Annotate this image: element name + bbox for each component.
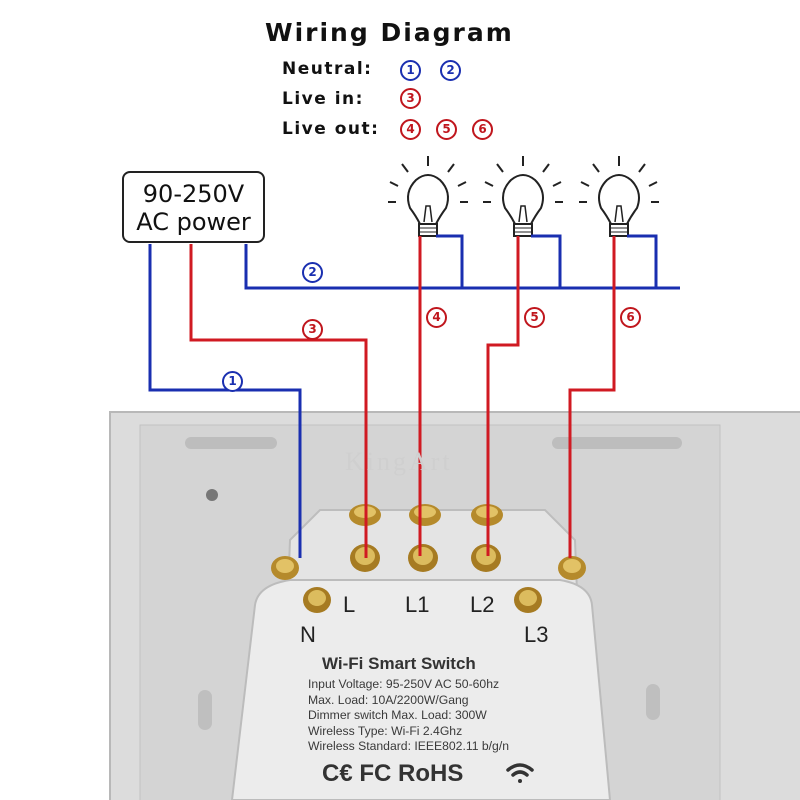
screw-top-2 [409, 504, 441, 526]
plate-slot-bottom-right [646, 684, 660, 720]
plate-hole [206, 489, 218, 501]
terminal-label-n: N [300, 622, 316, 647]
plate-slot-left [185, 437, 277, 449]
screw-l3-back [558, 556, 586, 580]
legend-neutral-label: Neutral: [282, 59, 373, 79]
screw-n-back [271, 556, 299, 580]
certification-marks: C€ FC RoHS [322, 760, 464, 787]
terminal-label-l2: L2 [470, 592, 495, 617]
neutral-branch-bulb-2 [531, 234, 562, 288]
neutral-wire-1 [148, 244, 302, 558]
wire-number-5: 5 [524, 307, 545, 328]
legend-live-out-5: 5 [436, 119, 457, 140]
legend-live-out-4: 4 [400, 119, 421, 140]
light-bulb-icon [579, 156, 659, 237]
plate-slot-bottom-left [198, 690, 212, 730]
spec-line: Max. Load: 10A/2200W/Gang [308, 692, 469, 707]
legend-live-out-6: 6 [472, 119, 493, 140]
spec-line: Input Voltage: 95-250V AC 50-60hz [308, 677, 500, 691]
light-bulb-icon [483, 156, 563, 237]
terminal-label-l1: L1 [405, 592, 430, 617]
legend-neutral-1: 1 [400, 60, 421, 81]
screw-l2 [471, 544, 501, 572]
wire-number-1: 1 [222, 371, 243, 392]
screw-l1 [408, 544, 438, 572]
power-source-box: 90-250V AC power [122, 171, 265, 243]
legend-live-in-label: Live in: [282, 89, 364, 109]
legend-live-out-label: Live out: [282, 119, 380, 139]
power-voltage: 90-250V [142, 180, 245, 208]
neutral-branch-bulb-3 [627, 234, 658, 288]
live-in-wire-3 [189, 244, 368, 558]
spec-line: Wireless Type: Wi-Fi 2.4Ghz [308, 723, 463, 738]
plate-slot-right [552, 437, 682, 449]
terminal-label-l3: L3 [524, 622, 549, 647]
wire-number-6: 6 [620, 307, 641, 328]
screw-l3 [514, 587, 542, 613]
wire-number-3: 3 [302, 319, 323, 340]
screw-n [303, 587, 331, 613]
power-type: AC power [136, 208, 251, 236]
module-label: Wi-Fi Smart Switch Input Voltage: 95-250… [308, 654, 608, 755]
terminal-label-l: L [343, 592, 356, 617]
neutral-wire-2 [244, 244, 680, 290]
wire-number-2: 2 [302, 262, 323, 283]
light-bulb-icon [388, 156, 468, 237]
wire-number-4: 4 [426, 307, 447, 328]
live-out-wire-6 [568, 236, 616, 558]
legend-neutral-2: 2 [440, 60, 461, 81]
terminal-screws [271, 504, 586, 613]
neutral-branch-bulb-1 [436, 234, 464, 288]
brand-watermark: KingArt [345, 447, 453, 476]
diagram-title: Wiring Diagram [265, 18, 514, 47]
live-out-wire-5 [486, 236, 520, 556]
legend-live-in-3: 3 [400, 88, 421, 109]
spec-line: Wireless Standard: IEEE802.11 b/g/n [308, 739, 509, 753]
module-label-plate [230, 579, 612, 800]
spec-line: Dimmer switch Max. Load: 300W [308, 708, 487, 722]
wifi-icon [506, 763, 534, 783]
module-title: Wi-Fi Smart Switch [322, 654, 476, 673]
